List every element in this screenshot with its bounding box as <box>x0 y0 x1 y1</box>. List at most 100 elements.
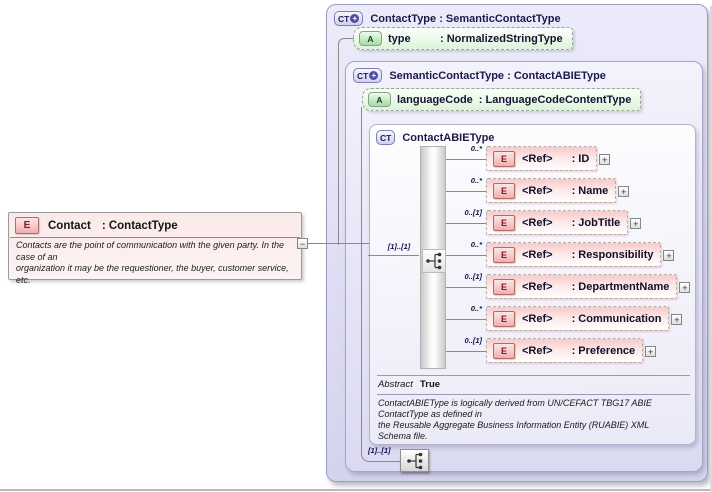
cardinality-label: 0..* <box>470 304 482 313</box>
semanticcontacttype-header: CT+ SemanticContactType : ContactABIETyp… <box>346 62 702 83</box>
element-ref-row: 0..* E <Ref> : Responsibility + <box>446 240 675 268</box>
expand-handle[interactable]: + <box>599 154 611 165</box>
panel-bottom-border <box>0 489 712 491</box>
connector-line <box>446 287 486 288</box>
contactabietype-annotation: ContactABIEType is logically derived fro… <box>378 398 652 441</box>
sequence-icon[interactable] <box>400 449 429 472</box>
contacttype-box: CT+ ContactType : SemanticContactType A … <box>326 4 708 482</box>
cardinality-label: 0..* <box>470 240 482 249</box>
attribute-icon: A <box>359 31 382 46</box>
element-ref-row: 0..* E <Ref> : Name + <box>446 176 630 204</box>
tree-line <box>361 107 401 462</box>
content-cardinality-label: [1]..[1] <box>368 446 391 455</box>
panel-right-border <box>710 6 712 492</box>
element-ref-box[interactable]: E <Ref> : DepartmentName <box>486 274 678 299</box>
contact-title: Contact : ContactType <box>48 220 178 232</box>
ref-name: : Communication <box>571 312 662 325</box>
contacttype-header: CT+ ContactType : SemanticContactType <box>327 5 707 26</box>
attribute-icon: A <box>368 92 391 107</box>
contact-annotation: Contacts are the point of communication … <box>16 240 289 286</box>
contactabietype-header: CT ContactABIEType <box>370 125 695 145</box>
connector-line <box>368 255 419 256</box>
element-ref-row: 0..[1] E <Ref> : DepartmentName + <box>446 272 691 300</box>
element-ref-row: 0..* E <Ref> : Communication + <box>446 304 683 332</box>
contact-name: Contact <box>48 219 91 232</box>
expand-handle[interactable]: + <box>618 186 630 197</box>
languagecode-attribute-box[interactable]: A languageCode : LanguageCodeContentType <box>362 88 642 111</box>
ref-label: <Ref> <box>522 216 553 229</box>
contactabietype-box: CT ContactABIEType [1]..[1] <box>369 124 696 445</box>
ref-name: : DepartmentName <box>571 280 670 293</box>
divider <box>377 375 690 376</box>
expand-handle[interactable]: + <box>671 314 683 325</box>
element-ref-box[interactable]: E <Ref> : Responsibility <box>486 242 662 267</box>
element-icon: E <box>15 217 39 234</box>
expand-handle[interactable]: + <box>645 346 657 357</box>
contacttype-title: ContactType : SemanticContactType <box>370 12 561 25</box>
element-icon: E <box>493 150 515 167</box>
connector-line <box>446 159 486 160</box>
expand-handle[interactable]: + <box>663 250 675 261</box>
sequence-icon[interactable] <box>422 249 446 273</box>
element-ref-box[interactable]: E <Ref> : JobTitle <box>486 210 629 235</box>
type-attribute-box[interactable]: A type : NormalizedStringType <box>353 27 573 50</box>
element-ref-box[interactable]: E <Ref> : Name <box>486 178 617 203</box>
cardinality-label: 0..[1] <box>464 272 482 281</box>
element-ref-box[interactable]: E <Ref> : ID <box>486 146 598 171</box>
expand-handle[interactable]: + <box>630 218 642 229</box>
plus-badge-icon: + <box>369 71 379 80</box>
element-icon: E <box>493 246 515 263</box>
sequence-cardinality-label: [1]..[1] <box>387 242 411 251</box>
collapse-handle[interactable]: − <box>297 238 308 249</box>
element-ref-row: 0..[1] E <Ref> : JobTitle + <box>446 208 642 236</box>
contactabietype-title: ContactABIEType <box>402 131 495 144</box>
cardinality-label: 0..* <box>470 144 482 153</box>
connector-line <box>446 223 486 224</box>
plus-badge-icon: + <box>350 14 360 23</box>
abstract-row: Abstract True <box>378 379 440 390</box>
ref-label: <Ref> <box>522 184 553 197</box>
cardinality-label: 0..[1] <box>464 208 482 217</box>
ref-name: : Responsibility <box>571 248 654 261</box>
attribute-name: type <box>388 32 411 45</box>
element-ref-box[interactable]: E <Ref> : Communication <box>486 306 670 331</box>
complex-type-icon: CT <box>376 130 396 145</box>
ref-label: <Ref> <box>522 344 553 357</box>
abstract-label: Abstract <box>378 379 413 390</box>
semanticcontacttype-title: SemanticContactType : ContactABIEType <box>389 69 606 82</box>
element-ref-box[interactable]: E <Ref> : Preference <box>486 338 644 363</box>
expand-handle[interactable]: + <box>679 282 691 293</box>
tree-line <box>338 38 354 245</box>
attribute-type: : LanguageCodeContentType <box>478 93 632 106</box>
complex-type-plus-icon: CT+ <box>334 11 364 26</box>
cardinality-label: 0..[1] <box>464 336 482 345</box>
ct-label: CT <box>338 13 350 24</box>
ref-label: <Ref> <box>522 312 553 325</box>
ref-name: : Preference <box>571 344 636 357</box>
complex-type-plus-icon: CT+ <box>353 68 383 83</box>
ref-name: : JobTitle <box>571 216 621 229</box>
contact-type-suffix: : ContactType <box>101 219 178 232</box>
cardinality-label: 0..* <box>470 176 482 185</box>
ref-label: <Ref> <box>522 280 553 293</box>
ref-label: <Ref> <box>522 248 553 261</box>
connector-line <box>446 351 486 352</box>
divider <box>10 237 300 238</box>
abstract-value: True <box>420 379 441 390</box>
contact-element-box[interactable]: E Contact : ContactType Contacts are the … <box>8 212 302 285</box>
ref-name: : ID <box>571 152 590 165</box>
ref-label: <Ref> <box>522 152 553 165</box>
connector-line <box>308 243 369 244</box>
ct-label: CT <box>357 70 369 81</box>
connector-line <box>446 255 486 256</box>
attribute-name: languageCode <box>397 93 473 106</box>
attribute-type: : NormalizedStringType <box>440 32 563 45</box>
element-icon: E <box>493 310 515 327</box>
element-icon: E <box>493 342 515 359</box>
connector-line <box>446 191 486 192</box>
ct-label: CT <box>380 132 392 143</box>
semanticcontacttype-box: CT+ SemanticContactType : ContactABIETyp… <box>345 61 703 472</box>
element-icon: E <box>493 214 515 231</box>
element-icon: E <box>493 278 515 295</box>
